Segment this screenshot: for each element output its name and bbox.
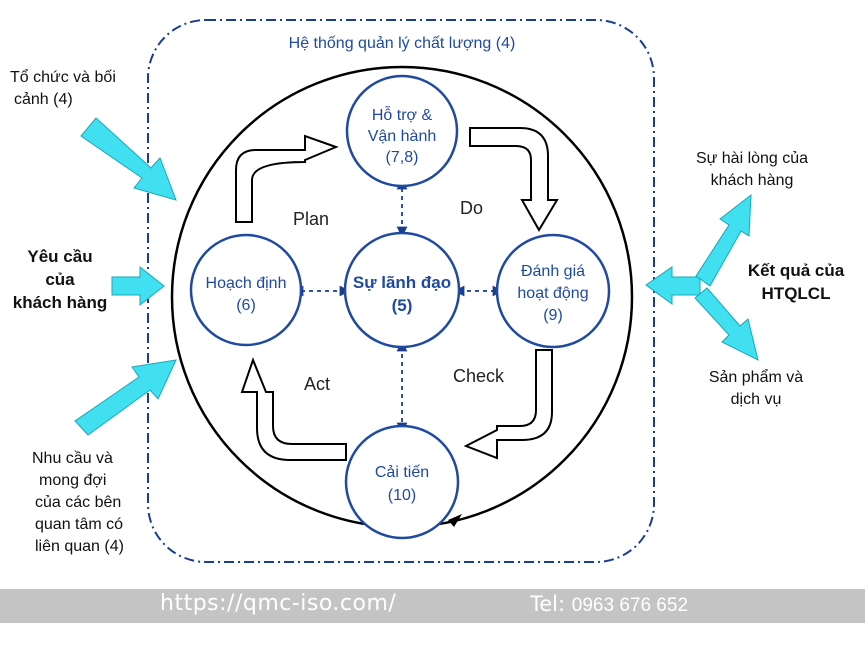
svg-text:mong đợi: mong đợi [39, 472, 106, 489]
do-arrow [469, 127, 559, 232]
svg-text:Đánh giá: Đánh giá [521, 263, 585, 280]
svg-text:Vận hành: Vận hành [368, 128, 437, 145]
svg-text:hoạt động: hoạt động [517, 285, 588, 302]
svg-text:Sự hài lòng của: Sự hài lòng của [696, 150, 808, 167]
output-arrow-products [694, 287, 759, 361]
svg-text:(5): (5) [392, 296, 413, 315]
svg-text:Sự lãnh đạo: Sự lãnh đạo [353, 273, 451, 292]
svg-text:(9): (9) [543, 307, 563, 324]
svg-text:(10): (10) [388, 487, 416, 504]
input-arrow-context [80, 117, 177, 201]
phone-contact[interactable]: Tel: 0963 676 652 [530, 592, 688, 617]
output-results-text: Kết quả của HTQLCL [748, 261, 845, 303]
system-boundary [147, 19, 655, 563]
svg-text:của các bên: của các bên [35, 494, 121, 511]
svg-text:Hoạch định: Hoạch định [206, 275, 287, 292]
node-evaluation: Đánh giá hoạt động (9) [495, 233, 611, 349]
qms-diagram: Hệ thống quản lý chất lượng (4) Plan Do … [10, 19, 845, 563]
output-satisfaction-text: Sự hài lòng của khách hàng [696, 150, 808, 189]
act-label: Act [304, 374, 330, 394]
footer-bar: https://qmc-iso.com/ Tel: 0963 676 652 [0, 589, 865, 623]
svg-text:của: của [45, 270, 75, 289]
check-label: Check [453, 366, 505, 386]
website-link[interactable]: https://qmc-iso.com/ [160, 591, 397, 616]
svg-text:(7,8): (7,8) [386, 149, 419, 166]
system-title: Hệ thống quản lý chất lượng (4) [289, 35, 516, 52]
node-improvement: Cải tiến (10) [344, 424, 460, 540]
svg-text:liên quan (4): liên quan (4) [35, 538, 124, 555]
svg-text:Sản phẩm và: Sản phẩm và [709, 368, 803, 386]
check-arrow [463, 349, 553, 460]
svg-text:cảnh (4): cảnh (4) [14, 91, 73, 108]
svg-text:quan tâm có: quan tâm có [35, 516, 123, 533]
tel-label: Tel: [530, 592, 566, 616]
act-arrow [240, 357, 347, 461]
cycle-end-arrowhead [448, 514, 462, 527]
svg-text:Kết quả của: Kết quả của [748, 261, 845, 280]
output-products-text: Sản phẩm và dịch vụ [709, 368, 803, 408]
input-arrow-stakeholders [74, 359, 177, 436]
svg-text:khách hàng: khách hàng [13, 293, 107, 312]
svg-text:dịch vụ: dịch vụ [731, 391, 782, 408]
svg-text:HTQLCL: HTQLCL [762, 284, 831, 303]
input-stakeholders-text: Nhu cầu và mong đợi của các bên quan tâm… [32, 450, 124, 555]
svg-text:Nhu cầu và: Nhu cầu và [32, 450, 113, 467]
plan-arrow [235, 134, 339, 223]
svg-text:Hỗ trợ &: Hỗ trợ & [372, 105, 433, 124]
output-arrow-satisfaction [695, 193, 752, 287]
input-arrow-customer [111, 265, 165, 307]
output-arrow-results [645, 266, 701, 305]
svg-text:Tổ chức và bối: Tổ chức và bối [10, 68, 116, 86]
svg-text:Cải tiến: Cải tiến [375, 464, 429, 481]
plan-label: Plan [293, 209, 329, 229]
node-planning: Hoạch định (6) [189, 233, 303, 347]
node-leadership: Sự lãnh đạo (5) [343, 231, 461, 349]
svg-text:khách hàng: khách hàng [711, 172, 794, 189]
input-context-text: Tổ chức và bối cảnh (4) [10, 68, 116, 108]
input-customer-text: Yêu cầu của khách hàng [13, 247, 107, 312]
svg-text:Yêu cầu: Yêu cầu [27, 247, 92, 266]
tel-number: 0963 676 652 [571, 595, 689, 616]
do-label: Do [460, 198, 483, 218]
svg-text:(6): (6) [236, 297, 256, 314]
node-support: Hỗ trợ & Vận hành (7,8) [345, 74, 459, 188]
